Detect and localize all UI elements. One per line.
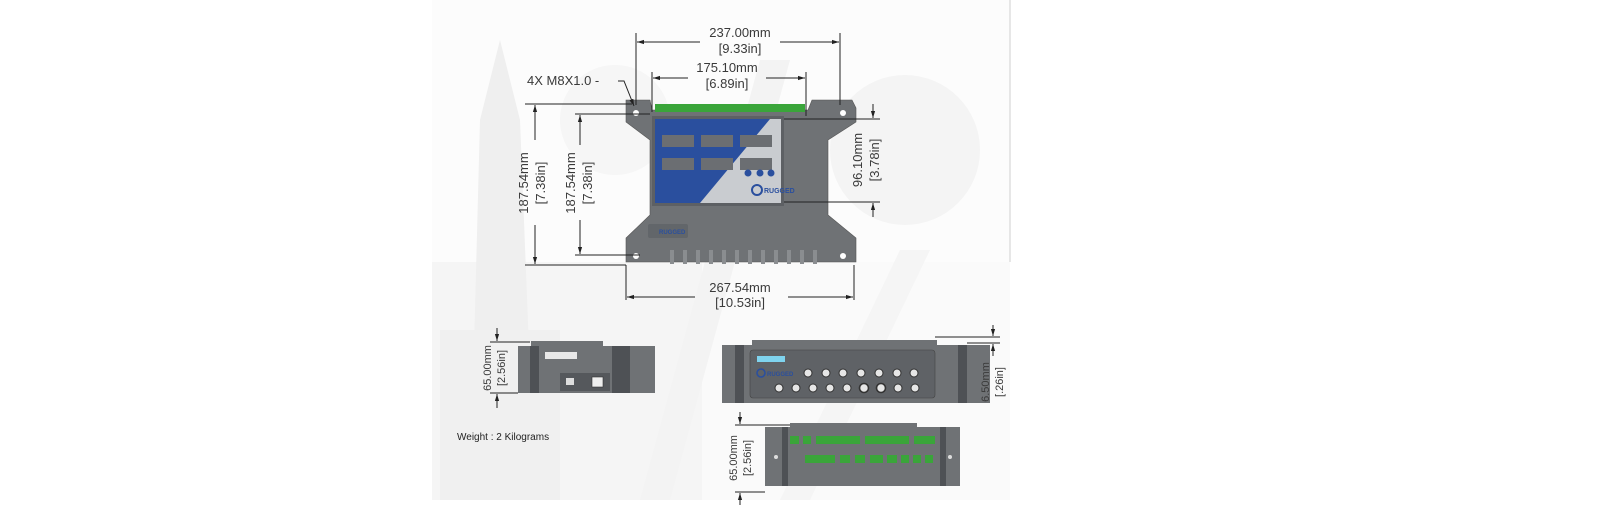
overall-height-in: [7.38in]	[533, 162, 548, 205]
brand-logo: RUGGED	[764, 188, 795, 195]
mount-hole	[840, 110, 846, 116]
panel-height-in: [3.78in]	[867, 139, 882, 182]
side-depth-mm: 65.00mm	[482, 345, 494, 391]
panel-height-mm: 96.10mm	[850, 133, 865, 187]
terminal-blocks-bottom	[805, 455, 933, 463]
mount-hole	[633, 253, 639, 259]
weight-label: Weight : 2 Kilograms	[457, 432, 549, 443]
mount-hole	[840, 253, 846, 259]
bottom-connectors	[670, 250, 817, 264]
lip-mm: 6.50mm	[980, 362, 992, 402]
usb-label	[545, 352, 577, 359]
ethernet-port-icon	[591, 376, 604, 388]
top-view: RUGGED RUGGED 237.00mm [9.33in] 175.10mm…	[516, 25, 882, 310]
side-view: 65.00mm [2.56in]	[482, 328, 655, 408]
usb-port-icon	[566, 378, 574, 385]
hole-height-mm: 187.54mm	[563, 152, 578, 213]
display-windows	[662, 135, 772, 170]
mount-callout: 4X M8X1.0 -	[527, 73, 599, 88]
rugged-logo-icon	[751, 184, 763, 196]
bottom-depth-in: [2.56in]	[742, 440, 754, 476]
overall-width-mm: 237.00mm	[709, 25, 770, 40]
terminal-blocks-top	[790, 436, 935, 444]
overall-width-in: [9.33in]	[719, 41, 762, 56]
bnc-connectors-top	[803, 368, 919, 378]
front-brand-logo: RUGGED	[767, 372, 794, 378]
plate-logo: RUGGED	[659, 230, 686, 236]
hole-spacing-in: [6.89in]	[706, 76, 749, 91]
panel-buttons	[744, 169, 775, 177]
hole-height-in: [7.38in]	[580, 162, 595, 205]
hole-spacing-mm: 175.10mm	[696, 60, 757, 75]
mount-hole	[633, 110, 639, 116]
rugged-logo-icon	[756, 368, 766, 378]
plate-width-in: [10.53in]	[715, 295, 765, 310]
background-watermark	[432, 0, 1010, 500]
bottom-view: 65.00mm [2.56in]	[728, 412, 960, 505]
lip-in: [.26in]	[994, 367, 1006, 397]
bottom-depth-mm: 65.00mm	[728, 435, 740, 481]
top-terminal-strip	[655, 104, 805, 112]
front-view: RUGGED 6.50mm [.26in]	[722, 325, 1006, 403]
plate-logo-badge	[648, 224, 688, 238]
overall-height-mm: 187.54mm	[516, 152, 531, 213]
bnc-connectors-bottom	[774, 382, 920, 394]
plate-width-mm: 267.54mm	[709, 280, 770, 295]
side-depth-in: [2.56in]	[496, 350, 508, 386]
status-label	[757, 356, 785, 362]
